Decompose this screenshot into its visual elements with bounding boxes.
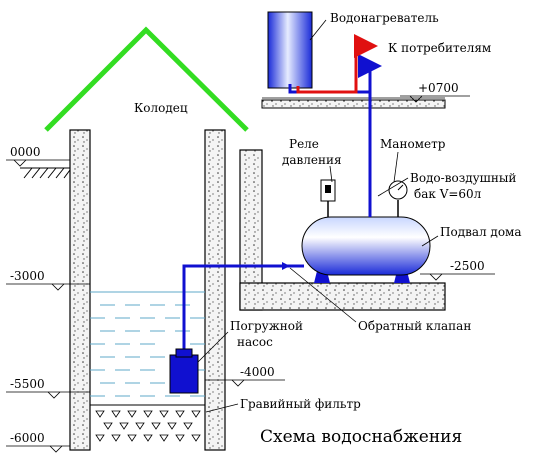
diagram-title: Схема водоснабжения — [260, 427, 462, 447]
basement-label: Подвал дома — [440, 225, 522, 239]
water-heater — [267, 11, 313, 89]
submersible-pump — [169, 348, 199, 394]
level-lines — [6, 159, 90, 453]
upper-floor-slab — [261, 99, 446, 109]
pump-label-line2: насос — [237, 335, 273, 349]
pressure-tank — [301, 216, 431, 276]
to-consumers-label: К потребителям — [388, 41, 491, 55]
basement-floor — [239, 282, 446, 311]
pump-label-line1: Погружной — [230, 319, 303, 333]
level-3000-label: -3000 — [10, 269, 45, 283]
level-line-2500 — [420, 273, 495, 281]
tank-label-line1: Водо-воздушный — [410, 171, 516, 185]
ground-hatch — [20, 167, 71, 179]
leader-lines — [197, 19, 439, 413]
level-6000-label: -6000 — [10, 431, 45, 445]
well-wall-left — [69, 129, 91, 451]
level-2500-label: -2500 — [450, 259, 485, 273]
level-5500-label: -5500 — [10, 377, 45, 391]
check-valve-label: Обратный клапан — [358, 319, 471, 333]
level-0000-label: 0000 — [10, 145, 41, 159]
level-line-4000 — [205, 379, 285, 387]
relay-label-line2: давления — [282, 153, 342, 167]
water-heater-label: Водонагреватель — [330, 11, 439, 25]
pressure-relay — [320, 179, 336, 217]
well-wall-right — [204, 129, 226, 451]
manometer — [388, 180, 408, 217]
check-valve — [282, 262, 290, 270]
hot-water-pipe — [296, 34, 378, 94]
tank-label-line2: бак V=60л — [414, 187, 482, 201]
gravel-filter-label: Гравийный фильтр — [240, 397, 361, 411]
level-0700-label: +0700 — [418, 81, 459, 95]
manometer-label: Манометр — [380, 137, 446, 151]
gravel-filter — [90, 404, 205, 442]
roof-shape — [44, 26, 249, 132]
level-4000-label: -4000 — [240, 365, 275, 379]
well-water — [90, 291, 205, 397]
well-label: Колодец — [134, 101, 188, 115]
relay-label-line1: Реле — [289, 137, 319, 151]
level-line-0700 — [400, 95, 470, 103]
